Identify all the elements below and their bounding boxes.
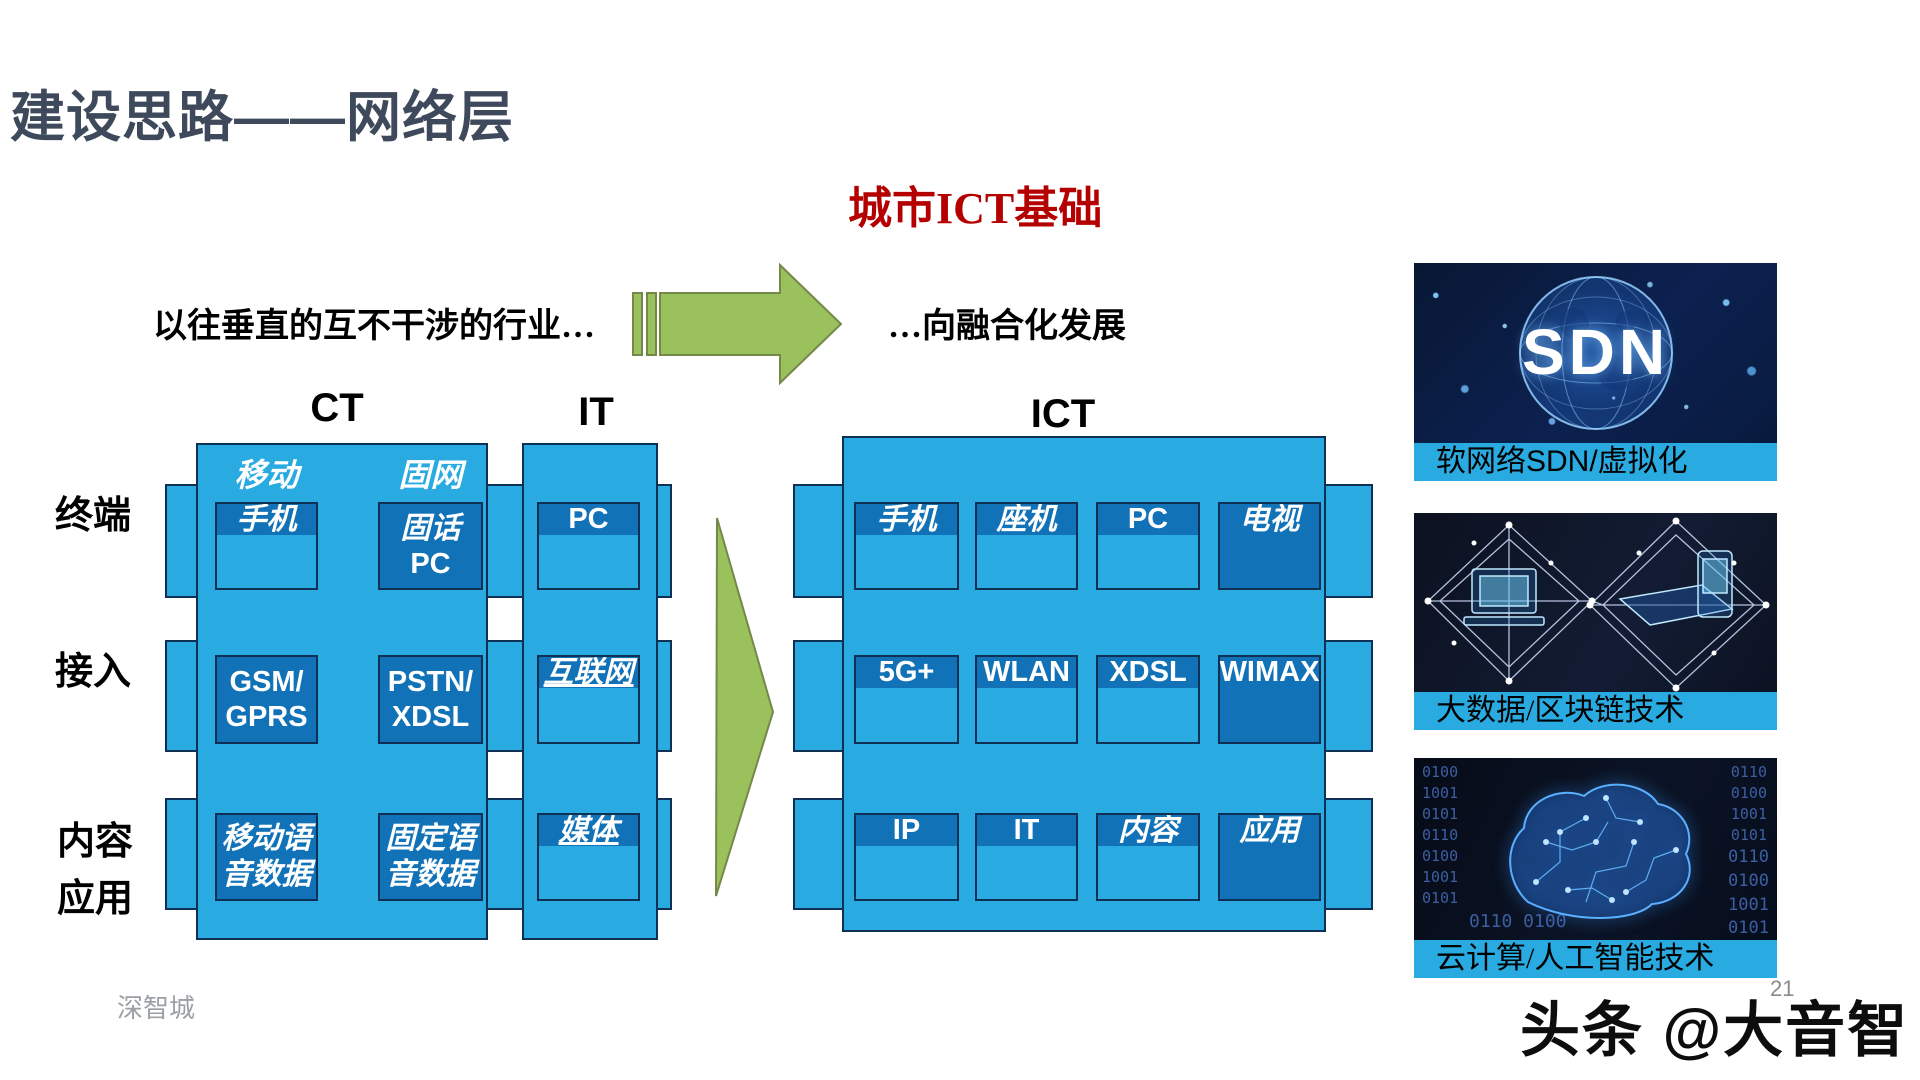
cell-title-bar: 手机 <box>217 502 316 536</box>
page-title: 建设思路——网络层 <box>10 86 515 148</box>
cell-it-internet: 互联网 <box>537 655 640 744</box>
cell-ct-fixed-phone-pc: 固话 PC <box>378 502 483 590</box>
cell-title-bar: 互联网 <box>539 655 638 689</box>
big-right-arrow-icon <box>715 517 775 897</box>
blockchain-image <box>1414 513 1777 692</box>
cell-label: 电视 <box>1239 502 1300 536</box>
cell-ct-fixed-voice-data: 固定语 音数据 <box>378 813 483 901</box>
cell-title-bar: IT <box>977 815 1076 846</box>
watermark-left: 深智城 <box>117 994 196 1023</box>
cell-ict-landline: 座机 <box>975 502 1078 590</box>
cell-title-bar: 应用 <box>1220 813 1319 847</box>
cell-ict-application: 应用 <box>1218 813 1321 901</box>
cell-ict-content: 内容 <box>1096 813 1200 901</box>
before-label: 以往垂直的互不干涉的行业… <box>153 308 595 345</box>
ct-header-mobile: 移动 <box>234 457 299 493</box>
binary-text: 0110 0100 1001 0101 <box>1730 763 1767 844</box>
cell-title-bar: WLAN <box>977 657 1076 688</box>
globe-icon <box>1519 276 1673 430</box>
cell-label: 手机 <box>236 502 297 536</box>
cell-ict-xdsl: XDSL <box>1096 655 1200 744</box>
ct-header-fixed: 固网 <box>398 457 463 493</box>
row-label-terminal: 终端 <box>55 495 132 537</box>
watermark-right: 头条 @大音智库 <box>1520 997 1910 1064</box>
striped-right-arrow-icon <box>632 262 843 386</box>
card-caption: 软网络SDN/虚拟化 <box>1414 443 1777 481</box>
cell-label: 座机 <box>996 502 1057 536</box>
cell-title-bar: PC <box>1098 504 1198 535</box>
ct-label: CT <box>310 386 364 430</box>
cell-label: IP <box>892 814 921 847</box>
sdn-overlay-text: SDN <box>1521 316 1670 388</box>
cell-ct-pstn-xdsl: PSTN/ XDSL <box>378 655 483 744</box>
cell-ict-wlan: WLAN <box>975 655 1078 744</box>
cell-label: 固话 <box>400 511 461 545</box>
cell-it-pc: PC <box>537 502 640 590</box>
row-label-access: 接入 <box>55 651 132 693</box>
binary-text: 0110 0100 1001 0101 <box>1728 847 1769 939</box>
card-caption: 云计算/人工智能技术 <box>1414 940 1777 978</box>
cell-label: 内容 <box>1118 813 1178 847</box>
cell-title-bar: 电视 <box>1220 502 1319 536</box>
cell-title-bar: 手机 <box>856 502 957 536</box>
cell-label: 应用 <box>1239 813 1300 847</box>
circuit-brain-icon <box>1509 783 1691 919</box>
cell-title-bar: 媒体 <box>539 813 638 847</box>
after-label: …向融合化发展 <box>888 308 1126 345</box>
tech-card-blockchain: 大数据/区块链技术 <box>1414 513 1777 730</box>
wireframe-cubes-icon <box>1424 517 1770 692</box>
cell-ict-pc: PC <box>1096 502 1200 590</box>
cell-title-bar: 内容 <box>1098 813 1198 847</box>
cell-ict-ip: IP <box>854 813 959 901</box>
cell-label: 移动语 音数据 <box>221 822 312 891</box>
cell-ict-tv: 电视 <box>1218 502 1321 590</box>
row-label-content-app: 内容 应用 <box>57 821 134 920</box>
cell-ict-5g: 5G+ <box>854 655 959 744</box>
cell-ct-mobile-phone: 手机 <box>215 502 318 590</box>
cell-ict-it: IT <box>975 813 1078 901</box>
cell-label: 固定语 音数据 <box>385 822 476 891</box>
cell-label: XDSL <box>1109 656 1187 689</box>
binary-text: 0100 1001 0101 0110 0100 1001 0101 <box>1422 763 1459 907</box>
cell-label: GSM/ GPRS <box>225 665 308 733</box>
cell-ict-wimax: WIMAX <box>1218 655 1321 744</box>
cell-title-bar: 5G+ <box>856 657 957 688</box>
cell-ct-gsm-gprs: GSM/ GPRS <box>215 655 318 744</box>
cell-label: 5G+ <box>878 656 935 689</box>
cell-it-media: 媒体 <box>537 813 640 901</box>
cell-title-bar: PC <box>539 504 638 535</box>
card-caption: 大数据/区块链技术 <box>1414 692 1777 730</box>
tech-card-sdn: SDN 软网络SDN/虚拟化 <box>1414 263 1777 481</box>
cell-title-bar: XDSL <box>1098 657 1198 688</box>
ai-brain-image: 0100 1001 0101 0110 0100 1001 0101 0110 … <box>1414 758 1777 940</box>
cell-title-bar: WIMAX <box>1220 657 1319 688</box>
sdn-image: SDN <box>1414 263 1777 443</box>
cell-label: WLAN <box>983 656 1070 689</box>
cell-ct-mobile-voice-data: 移动语 音数据 <box>215 813 318 901</box>
tech-card-ai: 0100 1001 0101 0110 0100 1001 0101 0110 … <box>1414 758 1777 978</box>
cell-label: PC <box>1127 503 1169 536</box>
cell-label: PC <box>568 503 609 536</box>
page-number: 21 <box>1770 976 1795 1001</box>
cell-label: PC <box>410 547 451 580</box>
binary-text: 0110 0100 <box>1469 910 1567 932</box>
ict-label: ICT <box>1030 392 1096 436</box>
cell-label: 手机 <box>876 502 937 536</box>
cell-title-bar: 座机 <box>977 502 1076 536</box>
section-heading: 城市ICT基础 <box>848 184 1103 233</box>
cell-label: PSTN/ XDSL <box>387 665 474 733</box>
it-label: IT <box>578 390 614 434</box>
cell-ict-mobile-phone: 手机 <box>854 502 959 590</box>
cell-label: WIMAX <box>1219 656 1320 689</box>
cell-title-bar: IP <box>856 815 957 846</box>
cell-label: IT <box>1013 814 1040 847</box>
cell-label: 媒体 <box>558 813 619 847</box>
cell-label: 互联网 <box>543 655 634 689</box>
